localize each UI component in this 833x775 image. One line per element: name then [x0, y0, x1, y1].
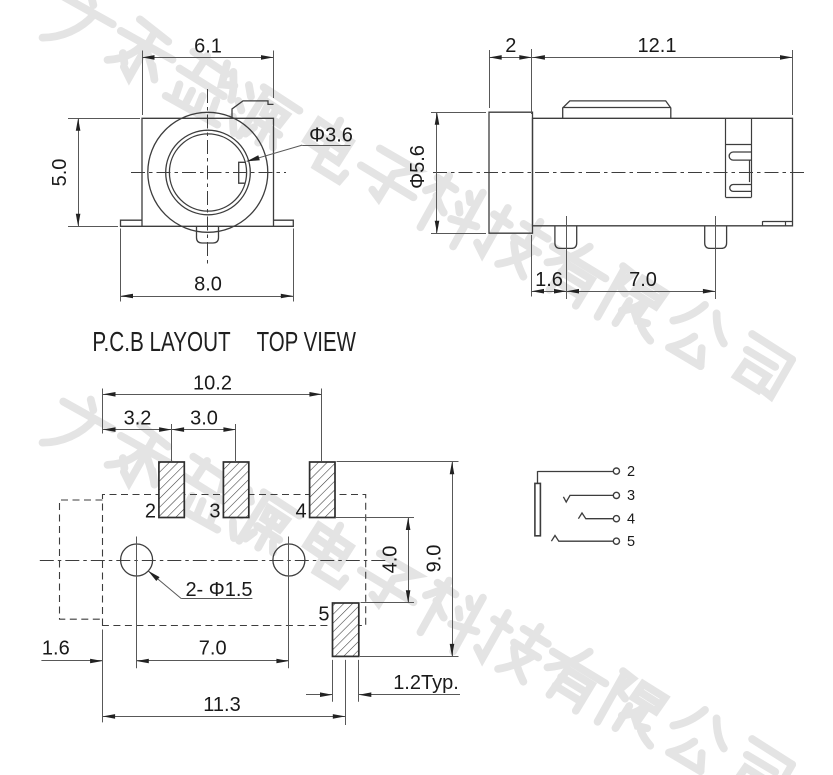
svg-text:4.0: 4.0: [379, 546, 401, 574]
svg-text:1.6: 1.6: [42, 638, 70, 660]
svg-text:5: 5: [318, 604, 329, 626]
svg-text:2- Φ1.5: 2- Φ1.5: [185, 579, 252, 601]
svg-text:6.1: 6.1: [194, 36, 222, 58]
svg-text:8.0: 8.0: [194, 274, 222, 296]
svg-text:5: 5: [627, 534, 635, 550]
svg-text:12.1: 12.1: [638, 35, 677, 57]
svg-text:9.0: 9.0: [424, 545, 446, 573]
svg-text:11.3: 11.3: [203, 694, 240, 716]
svg-text:Φ3.6: Φ3.6: [309, 125, 353, 147]
svg-text:3: 3: [209, 501, 220, 523]
svg-text:2: 2: [145, 501, 156, 523]
svg-text:4: 4: [295, 501, 306, 523]
svg-text:3.0: 3.0: [190, 408, 218, 430]
svg-text:7.0: 7.0: [199, 638, 227, 660]
svg-text:TOP VIEW: TOP VIEW: [257, 326, 357, 357]
svg-text:4: 4: [627, 512, 635, 528]
svg-text:3: 3: [627, 488, 635, 504]
svg-text:5.0: 5.0: [49, 159, 71, 187]
svg-text:2: 2: [505, 35, 516, 57]
svg-text:2: 2: [627, 464, 635, 480]
svg-text:1.6: 1.6: [535, 269, 563, 291]
svg-text:10.2: 10.2: [193, 372, 232, 394]
svg-text:P.C.B LAYOUT: P.C.B LAYOUT: [92, 326, 230, 357]
svg-text:1.2Typ.: 1.2Typ.: [393, 672, 459, 694]
svg-text:3.2: 3.2: [124, 408, 152, 430]
svg-text:Φ5.6: Φ5.6: [407, 145, 429, 189]
svg-text:7.0: 7.0: [629, 269, 657, 291]
